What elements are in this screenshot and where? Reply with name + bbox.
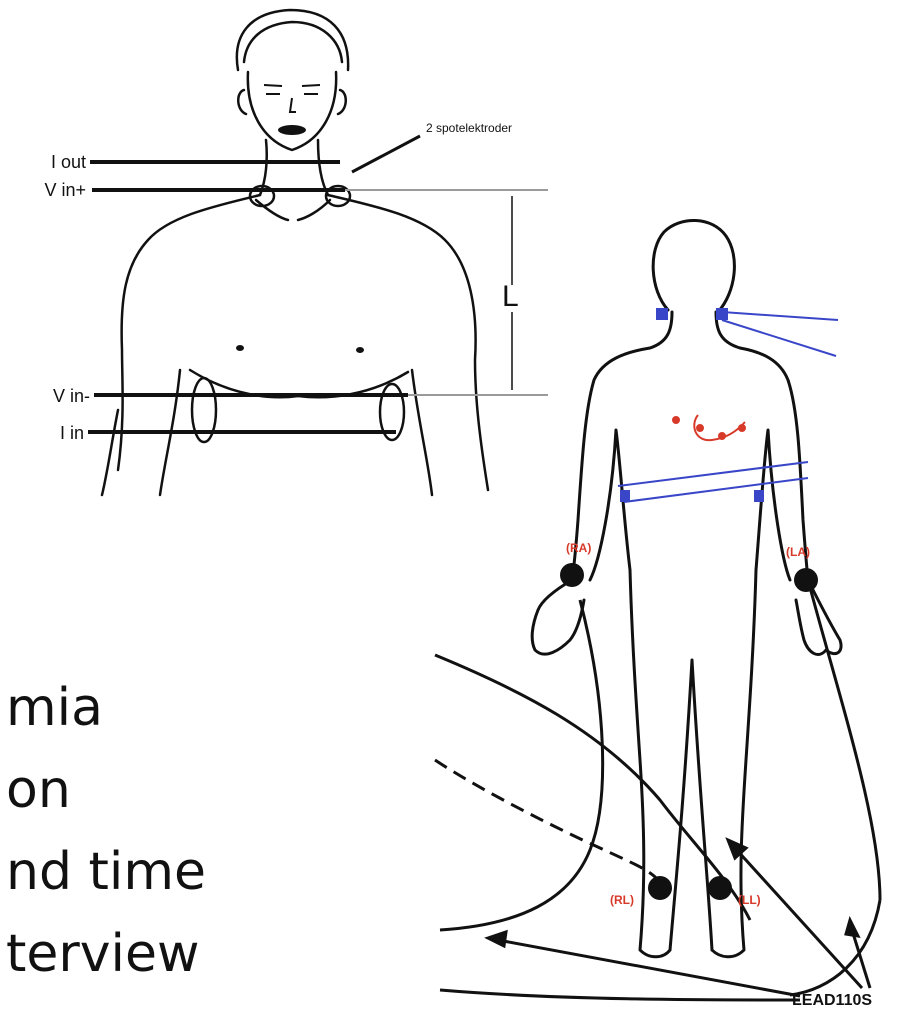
lead-arrowhead-2	[846, 920, 858, 936]
lead-arrowhead-3	[488, 932, 506, 946]
blue-electrode-neck-left	[656, 308, 668, 320]
electrode-ra	[560, 563, 584, 587]
electrode-la	[794, 568, 818, 592]
blue-electrode-arm-right	[754, 490, 764, 502]
heart-marker-4	[739, 425, 745, 431]
heart-marker-1	[673, 417, 679, 423]
heart-marker-3	[719, 433, 725, 439]
body-left-arm-inner	[590, 430, 630, 580]
wire-bottom	[440, 990, 800, 1000]
blue-electrode-neck-right	[716, 308, 728, 320]
label-lead-type: LEAD110S	[792, 992, 872, 1009]
body-right-arm-inner	[756, 430, 790, 580]
body-legs-inner	[670, 660, 712, 950]
heart-marker-2	[697, 425, 703, 431]
label-rl: (RL)	[610, 893, 634, 907]
wire-lead-dashed	[435, 760, 658, 880]
wire-right-limb-upper	[808, 580, 880, 900]
blue-lead-neck-1	[722, 312, 838, 320]
body-left-hand	[532, 580, 584, 654]
label-la: (LA)	[786, 545, 810, 559]
body-head	[653, 220, 734, 312]
lead-pointer-3	[498, 940, 800, 996]
blue-electrode-arm-left	[620, 490, 630, 502]
wire-left-limb	[440, 600, 603, 930]
lead-pointer-1	[735, 848, 862, 988]
blue-lead-neck-2	[722, 320, 836, 356]
label-ra: (RA)	[566, 541, 591, 555]
label-ll: (LL)	[738, 893, 761, 907]
electrode-ll	[708, 876, 732, 900]
electrode-rl	[648, 876, 672, 900]
